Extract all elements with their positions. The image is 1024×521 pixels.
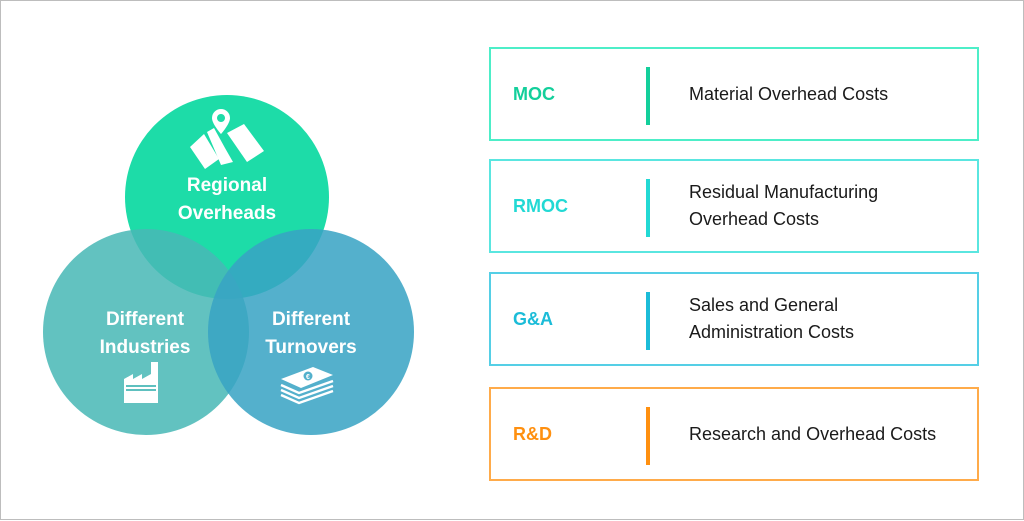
venn-circle-different-turnovers [208, 229, 414, 435]
label-line-1: Different [271, 309, 351, 330]
label-line-2: Turnovers [265, 337, 357, 358]
map-pin-icon [190, 109, 264, 169]
divider-bar [646, 67, 650, 125]
cost-abbr: MOC [513, 83, 555, 104]
cost-card-ga: G&A Sales and General Administration Cos… [489, 272, 979, 366]
cost-abbr: R&D [513, 423, 552, 444]
cost-description: Research and Overhead Costs [689, 389, 936, 479]
divider-bar [646, 179, 650, 237]
venn-diagram: Regional Overheads Different Industries … [1, 1, 461, 521]
desc-line-2: Overhead Costs [689, 209, 820, 229]
desc-line-2: Administration Costs [689, 322, 855, 342]
cost-card-rmoc: RMOC Residual Manufacturing Overhead Cos… [489, 159, 979, 253]
label-line-2: Overheads [177, 203, 277, 224]
desc-line-1: Research and Overhead Costs [689, 423, 937, 444]
venn-label-regional-overheads: Regional Overheads [137, 172, 317, 228]
cost-description: Material Overhead Costs [689, 49, 888, 139]
desc-line-1: Residual Manufacturing [689, 182, 879, 202]
venn-label-different-industries: Different Industries [55, 306, 235, 362]
desc-line-1: Sales and General [689, 295, 839, 315]
desc-line-1: Material Overhead Costs [689, 83, 889, 104]
cost-card-rd: R&D Research and Overhead Costs [489, 387, 979, 481]
divider-bar [646, 407, 650, 465]
money-stack-icon: € [280, 367, 334, 405]
cost-abbr: RMOC [513, 195, 568, 216]
svg-text:€: € [306, 374, 310, 381]
cost-abbr: G&A [513, 308, 553, 329]
label-line-1: Regional [186, 175, 268, 196]
label-line-2: Industries [99, 337, 191, 358]
cost-description: Residual Manufacturing Overhead Costs [689, 161, 878, 251]
cost-description: Sales and General Administration Costs [689, 274, 854, 364]
cost-card-moc: MOC Material Overhead Costs [489, 47, 979, 141]
label-line-1: Different [105, 309, 185, 330]
divider-bar [646, 292, 650, 350]
venn-label-different-turnovers: Different Turnovers [221, 306, 401, 362]
factory-icon [124, 362, 158, 403]
